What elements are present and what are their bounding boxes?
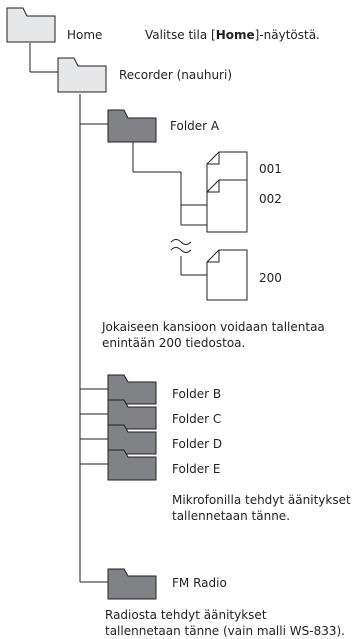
folder-a-note-line-1: Jokaiseen kansioon voidaan tallentaa <box>102 320 325 334</box>
home-label: Home <box>67 28 103 42</box>
home-hint-prefix: Valitse tila [ <box>145 28 216 42</box>
home-folder-icon <box>6 7 56 43</box>
folder-a-label: Folder A <box>170 119 220 133</box>
file-002-label: 002 <box>259 192 282 206</box>
file-001-label: 001 <box>259 162 282 176</box>
fm-radio-folder-icon <box>107 568 157 600</box>
mic-note: Mikrofonilla tehdyt äänitykset tallennet… <box>172 492 351 524</box>
home-hint: Valitse tila [Home]-näytöstä. <box>145 28 320 43</box>
mic-note-line-2: tallennetaan tänne. <box>172 509 291 523</box>
tree-connectors <box>29 43 207 583</box>
folder-d-label: Folder D <box>172 437 223 451</box>
break-symbol <box>170 239 192 253</box>
home-hint-suffix: ]-näytöstä. <box>254 28 320 42</box>
radio-note-line-1: Radiosta tehdyt äänitykset <box>105 608 267 622</box>
folder-e-label: Folder E <box>172 462 221 476</box>
recorder-label: Recorder (nauhuri) <box>119 68 232 82</box>
file-200-icon <box>206 249 248 301</box>
home-hint-bold: Home <box>215 28 255 42</box>
mic-note-line-1: Mikrofonilla tehdyt äänitykset <box>172 493 351 507</box>
file-002-icon <box>206 179 248 233</box>
folder-c-label: Folder C <box>172 412 222 426</box>
file-200-label: 200 <box>259 271 282 285</box>
folder-e-icon <box>107 449 157 481</box>
folder-a-note: Jokaiseen kansioon voidaan tallentaa eni… <box>102 319 325 351</box>
folder-a-note-line-2: enintään 200 tiedostoa. <box>102 336 246 350</box>
recorder-folder-icon <box>57 57 107 93</box>
folder-a-icon <box>107 109 157 143</box>
folder-tree-diagram <box>6 7 248 600</box>
fm-radio-label: FM Radio <box>172 576 227 590</box>
folder-b-label: Folder B <box>172 387 222 401</box>
radio-note: Radiosta tehdyt äänitykset tallennetaan … <box>105 607 345 639</box>
radio-note-line-2: tallennetaan tänne (vain malli WS-833). <box>105 624 345 638</box>
